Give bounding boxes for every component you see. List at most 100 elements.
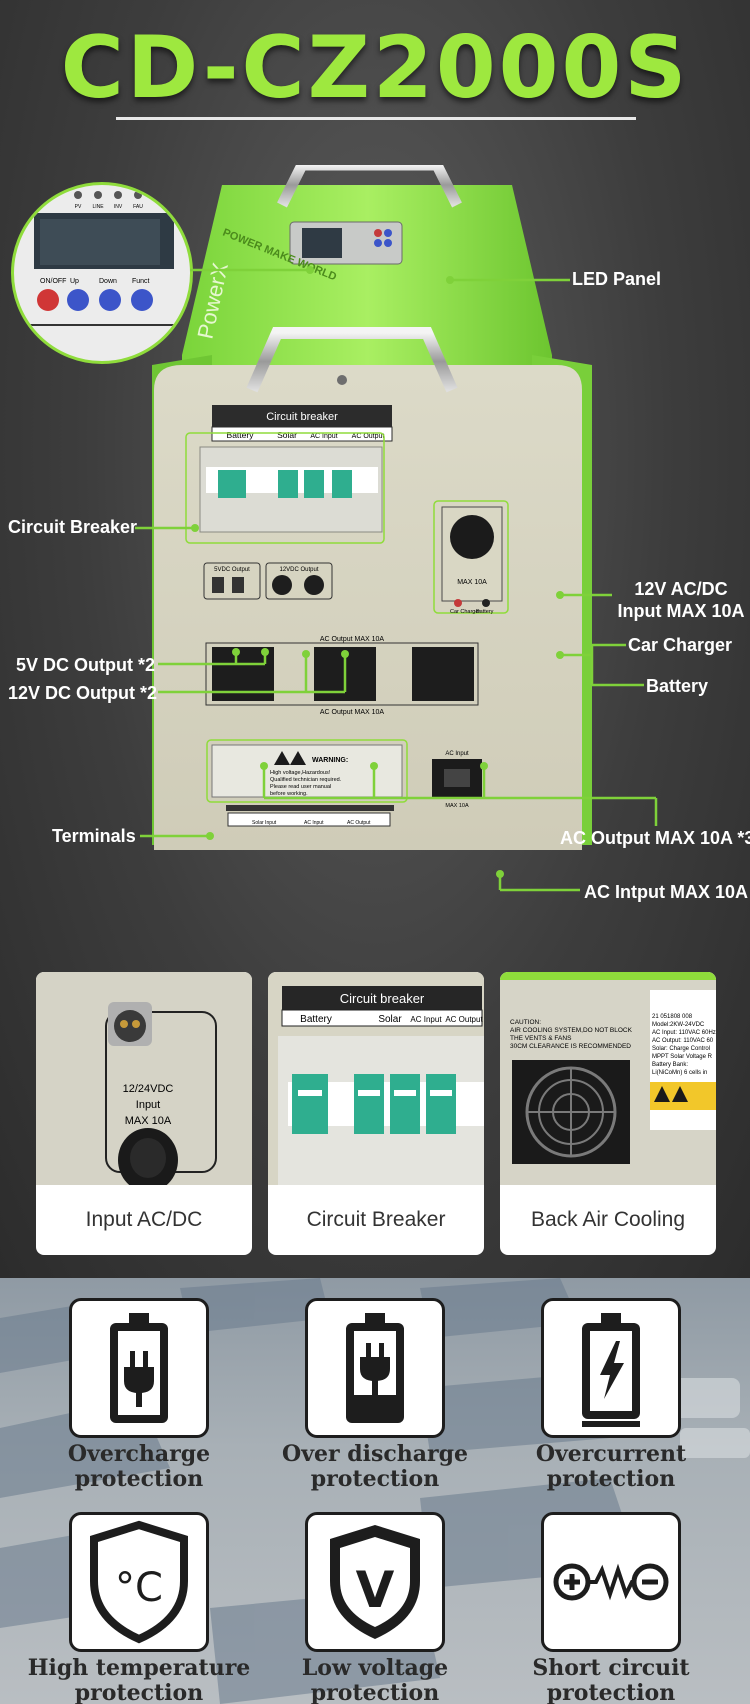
svg-text:Up: Up: [70, 278, 79, 285]
callout-lines: [135, 266, 658, 892]
card-air-cooling: CAUTION: AIR COOLING SYSTEM,DO NOT BLOCK…: [500, 972, 716, 1255]
svg-text:Circuit breaker: Circuit breaker: [340, 991, 425, 1006]
svg-text:AC Output MAX 10A: AC Output MAX 10A: [320, 636, 385, 643]
svg-text:12/24VDC: 12/24VDC: [123, 1083, 174, 1095]
card-input-acdc: 12/24VDC Input MAX 10A Input AC/DC: [36, 972, 252, 1255]
battery-plug-icon: [69, 1298, 209, 1438]
svg-text:AC Input: 110VAC 60Hz: AC Input: 110VAC 60Hz: [652, 1030, 716, 1036]
svg-text:AC Output: AC Output: [347, 820, 371, 826]
svg-text:High voltage,Hazardous!: High voltage,Hazardous!: [270, 770, 331, 776]
card-caption: Back Air Cooling: [530, 1208, 686, 1231]
circuit-breaker-photo: Circuit breaker Battery Solar AC Input A…: [268, 972, 484, 1185]
svg-text:AC Input: AC Input: [445, 751, 469, 757]
protection-label-over-discharge: Over discharge protection: [255, 1442, 495, 1492]
svg-text:MAX 10A: MAX 10A: [125, 1115, 172, 1127]
callout-led-panel: LED Panel: [572, 269, 662, 289]
protection-line2: protection: [310, 1466, 440, 1492]
svg-text:WARNING:: WARNING:: [312, 757, 348, 764]
svg-text:Li(NiCoMn) 6 cells in: Li(NiCoMn) 6 cells in: [652, 1070, 707, 1076]
protection-line1: Overcharge: [67, 1441, 211, 1467]
callout-ac-input: AC Intput MAX 10A: [584, 882, 748, 902]
svg-text:Model:2KW-24VDC: Model:2KW-24VDC: [652, 1022, 705, 1028]
battery-discharge-icon: [305, 1298, 445, 1438]
protection-label-high-temperature: High temperature protection: [19, 1656, 259, 1704]
svg-text:INV: INV: [114, 204, 123, 210]
short-circuit-icon: [541, 1512, 681, 1652]
protection-line1: Low voltage: [301, 1655, 449, 1681]
svg-text:30CM CLEARANCE IS RECOMMENDED: 30CM CLEARANCE IS RECOMMENDED: [510, 1043, 631, 1050]
protection-line2: protection: [546, 1466, 676, 1492]
svg-text:MAX 10A: MAX 10A: [457, 579, 487, 586]
svg-text:Down: Down: [99, 278, 117, 285]
svg-text:12VDC Output: 12VDC Output: [279, 567, 318, 573]
protection-line2: protection: [546, 1680, 676, 1704]
protection-label-overcurrent: Overcurrent protection: [491, 1442, 731, 1492]
callout-12v-input-line1: 12V AC/DC: [634, 579, 728, 599]
svg-text:5VDC Output: 5VDC Output: [214, 567, 250, 573]
svg-text:Solar Input: Solar Input: [252, 820, 277, 826]
battery-lightning-icon: [541, 1298, 681, 1438]
card-caption: Circuit Breaker: [306, 1208, 446, 1231]
protections-section: Overcharge protection Over discharge pro…: [0, 1278, 750, 1704]
svg-text:LINE: LINE: [92, 204, 104, 210]
svg-text:PV: PV: [75, 204, 82, 210]
shield-voltage-symbol: V: [356, 1561, 395, 1619]
svg-text:FAU: FAU: [133, 204, 143, 210]
protection-line1: Overcurrent: [535, 1441, 687, 1467]
svg-text:CAUTION:: CAUTION:: [510, 1019, 541, 1026]
svg-text:AC Input: AC Input: [410, 1015, 442, 1024]
protection-label-low-voltage: Low voltage protection: [255, 1656, 495, 1704]
svg-text:AC Output: 110VAC 60: AC Output: 110VAC 60: [652, 1038, 714, 1044]
protection-line1: Over discharge: [282, 1441, 468, 1467]
svg-text:Input: Input: [136, 1099, 160, 1111]
shield-celsius-symbol: °C: [115, 1565, 163, 1611]
protection-line2: protection: [74, 1680, 204, 1704]
svg-text:Solar: Solar: [277, 430, 297, 440]
page-title: CD-CZ2000S: [60, 18, 690, 118]
svg-text:AC Output MAX 10A: AC Output MAX 10A: [320, 709, 385, 716]
svg-text:Battery: Battery: [227, 430, 255, 440]
callout-12v-dc: 12V DC Output *2: [8, 683, 158, 703]
svg-text:Circuit breaker: Circuit breaker: [266, 411, 338, 423]
card-circuit-breaker: Circuit breaker Battery Solar AC Input A…: [268, 972, 484, 1255]
protection-line2: protection: [74, 1466, 204, 1492]
protection-label-overcharge: Overcharge protection: [19, 1442, 259, 1492]
svg-text:Battery: Battery: [476, 609, 494, 615]
svg-text:THE VENTS & FANS: THE VENTS & FANS: [510, 1035, 572, 1042]
svg-text:Solar: Solar: [378, 1014, 402, 1025]
input-acdc-photo: 12/24VDC Input MAX 10A: [36, 972, 252, 1185]
led-panel-zoom: PV LINE INV FAU ON/OFF Up Down Funct: [11, 182, 193, 364]
protection-line1: Short circuit: [532, 1655, 690, 1681]
callout-circuit-breaker: Circuit Breaker: [8, 517, 138, 537]
svg-text:AC Output: AC Output: [445, 1015, 483, 1024]
svg-text:before working.: before working.: [270, 791, 308, 797]
svg-text:AC Input: AC Input: [304, 820, 324, 826]
svg-text:MAX 10A: MAX 10A: [445, 803, 469, 809]
protection-label-short-circuit: Short circuit protection: [491, 1656, 731, 1704]
svg-text:AC Input: AC Input: [310, 433, 337, 440]
callout-5v-dc: 5V DC Output *2: [16, 655, 156, 675]
svg-text:ON/OFF: ON/OFF: [40, 278, 66, 285]
svg-text:Funct: Funct: [132, 278, 150, 285]
power-station-image: PowerX POWER MAKE WORLD Circuit breaker …: [152, 165, 592, 850]
shield-voltage-icon: V: [305, 1512, 445, 1652]
shield-celsius-icon: °C: [69, 1512, 209, 1652]
svg-text:Solar: Charge Control: Solar: Charge Control: [652, 1046, 710, 1052]
callout-battery: Battery: [646, 676, 709, 696]
svg-text:21 051808 008: 21 051808 008: [652, 1014, 693, 1020]
title-underline: [116, 117, 636, 120]
svg-text:Car Charger: Car Charger: [450, 609, 480, 615]
protection-line1: High temperature: [27, 1655, 251, 1681]
callout-car-charger: Car Charger: [628, 635, 733, 655]
svg-text:Battery: Battery: [300, 1014, 332, 1025]
callout-12v-input-line2: Input MAX 10A: [617, 601, 745, 621]
svg-text:AC Output: AC Output: [352, 433, 385, 440]
callout-12v-input: 12V AC/DC Input MAX 10A: [612, 578, 750, 622]
svg-text:MPPT Solar Voltage R: MPPT Solar Voltage R: [652, 1054, 713, 1060]
svg-text:Battery Bank:: Battery Bank:: [652, 1062, 688, 1068]
hero-section: CD-CZ2000S: [0, 0, 750, 1278]
callout-terminals: Terminals: [52, 826, 136, 846]
card-caption: Input AC/DC: [85, 1208, 203, 1231]
air-cooling-photo: CAUTION: AIR COOLING SYSTEM,DO NOT BLOCK…: [500, 972, 716, 1185]
callout-ac-output: AC Output MAX 10A *3: [560, 828, 750, 848]
